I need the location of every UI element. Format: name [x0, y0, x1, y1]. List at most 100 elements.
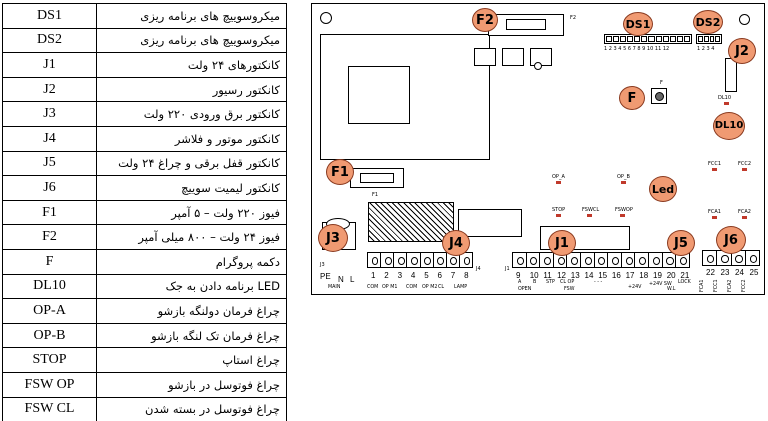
program-button-silk: F [660, 80, 663, 86]
callout-f1: F1 [326, 159, 354, 185]
led-fcc1 [712, 168, 717, 171]
pin-number: 2 [384, 271, 389, 280]
led-op-b-silk: OP_B [617, 174, 630, 180]
led-fca1-silk: FCA1 [708, 209, 721, 215]
connector-j2 [725, 58, 737, 92]
legend-description: چراغ فرمان تک لنگه بازشو [96, 322, 287, 349]
legend-code: DL10 [2, 273, 97, 300]
term-label-lock: LOCK [678, 280, 691, 285]
term-label-op-m1: OP M1 [382, 285, 398, 290]
fuse-f2-silk: F2 [570, 15, 577, 21]
callout-j5: J5 [667, 230, 695, 256]
pin-number: 14 [584, 271, 594, 280]
legend-code: STOP [2, 347, 97, 373]
term-label-stp: STP [546, 280, 555, 285]
pin-number: 15 [598, 271, 608, 280]
term-label-pb-a: A [518, 280, 522, 285]
j1-silk: J1 [505, 266, 510, 272]
legend-code: FSW OP [2, 371, 97, 398]
legend-description: کانکتور برق ورودی ۲۲۰ ولت [96, 101, 287, 127]
pin-number: 17 [625, 271, 635, 280]
term-label-pb-b: B [533, 280, 537, 285]
legend-code: F1 [2, 199, 97, 226]
main-pin-n: N [338, 275, 344, 284]
ds1-numbers: 1 2 3 4 5 6 7 8 9 10 11 12 [604, 46, 670, 52]
control-board-diagram: F2 1 2 3 4 5 6 7 8 9 10 11 12 1 2 3 4 F … [311, 3, 765, 295]
pin-number: 3 [397, 271, 403, 280]
led-fca2 [742, 216, 747, 219]
legend-code: J3 [2, 101, 97, 127]
main-pin-pe: PE [320, 272, 331, 281]
pin-number: 12 [557, 271, 566, 280]
led-fca1 [712, 216, 717, 219]
term-label-cl: CL [438, 285, 445, 290]
dip-switch-ds1 [604, 34, 692, 44]
legend-description: میکروسوییچ های برنامه ریزی [96, 3, 287, 29]
legend-description: میکروسوییچ های برنامه ریزی [96, 27, 287, 54]
heatsink [368, 202, 454, 242]
term-label-plus24: +24V [628, 285, 642, 290]
legend-code: J4 [2, 125, 97, 152]
legend-description: کانکتور قفل برقی و چراغ ۲۴ ولت [96, 150, 287, 177]
led-fswop [620, 214, 625, 217]
pin-number: 10 [529, 271, 539, 280]
transformer-core [348, 66, 410, 124]
legend-code: DS2 [2, 27, 97, 54]
capacitor [534, 62, 542, 70]
terminal-j1 [512, 252, 690, 268]
term-label-lamp: LAMP [454, 285, 468, 290]
legend-code: OP-A [2, 298, 97, 324]
legend-description: فیوز ۲۲۰ ولت – ۵ آمپر [96, 199, 287, 226]
led-fswop-silk: FSWOP [615, 207, 633, 213]
relay-2 [502, 48, 524, 66]
callout-f2: F2 [472, 8, 498, 32]
pin-number: 23 [720, 268, 730, 277]
pin-number: 22 [706, 268, 715, 277]
pin-number: 8 [464, 271, 469, 280]
led-fswcl-silk: FSWCL [582, 207, 600, 213]
legend-code: J1 [2, 52, 97, 78]
power-module [458, 209, 522, 237]
led-op-a-silk: OP_A [552, 174, 565, 180]
callout-ds1: DS1 [623, 12, 653, 36]
relay-1 [474, 48, 496, 66]
legend-description: کانکتورهای ۲۴ ولت [96, 52, 287, 78]
callout-j3: J3 [318, 224, 348, 252]
callout-ds2: DS2 [693, 10, 723, 34]
led-fcc2 [742, 168, 747, 171]
callout-led: Led [649, 176, 677, 202]
legend-description: چراغ فوتوسل در بازشو [96, 371, 287, 398]
legend-description: کانکتور رسیور [96, 76, 287, 103]
term-label-fca1: FCA1 [700, 279, 705, 292]
fuse-f1-silk: F1 [372, 192, 379, 198]
callout-dl10: DL10 [713, 112, 745, 140]
led-dl10-silk: DL10 [718, 95, 731, 101]
term-label-wl: W.L [667, 287, 676, 292]
term-label-cl-op: CL OP [560, 280, 575, 285]
legend-code: F [2, 248, 97, 275]
pin-number: 13 [570, 271, 580, 280]
led-fca2-silk: FCA2 [738, 209, 751, 215]
main-label: MAIN [328, 285, 341, 290]
fuse-f2 [506, 19, 546, 30]
program-button-f [651, 88, 667, 104]
pin-number: 4 [410, 271, 416, 280]
pin-number: 6 [437, 271, 442, 280]
legend-description: دکمه پروگرام [96, 248, 287, 275]
term-label-com2: COM [406, 285, 418, 290]
term-label-open: OPEN [518, 287, 532, 292]
led-op-a [556, 181, 561, 184]
j3-silk: J3 [320, 262, 325, 268]
legend-code: FSW CL [2, 396, 97, 421]
pin-number: 18 [639, 271, 649, 280]
